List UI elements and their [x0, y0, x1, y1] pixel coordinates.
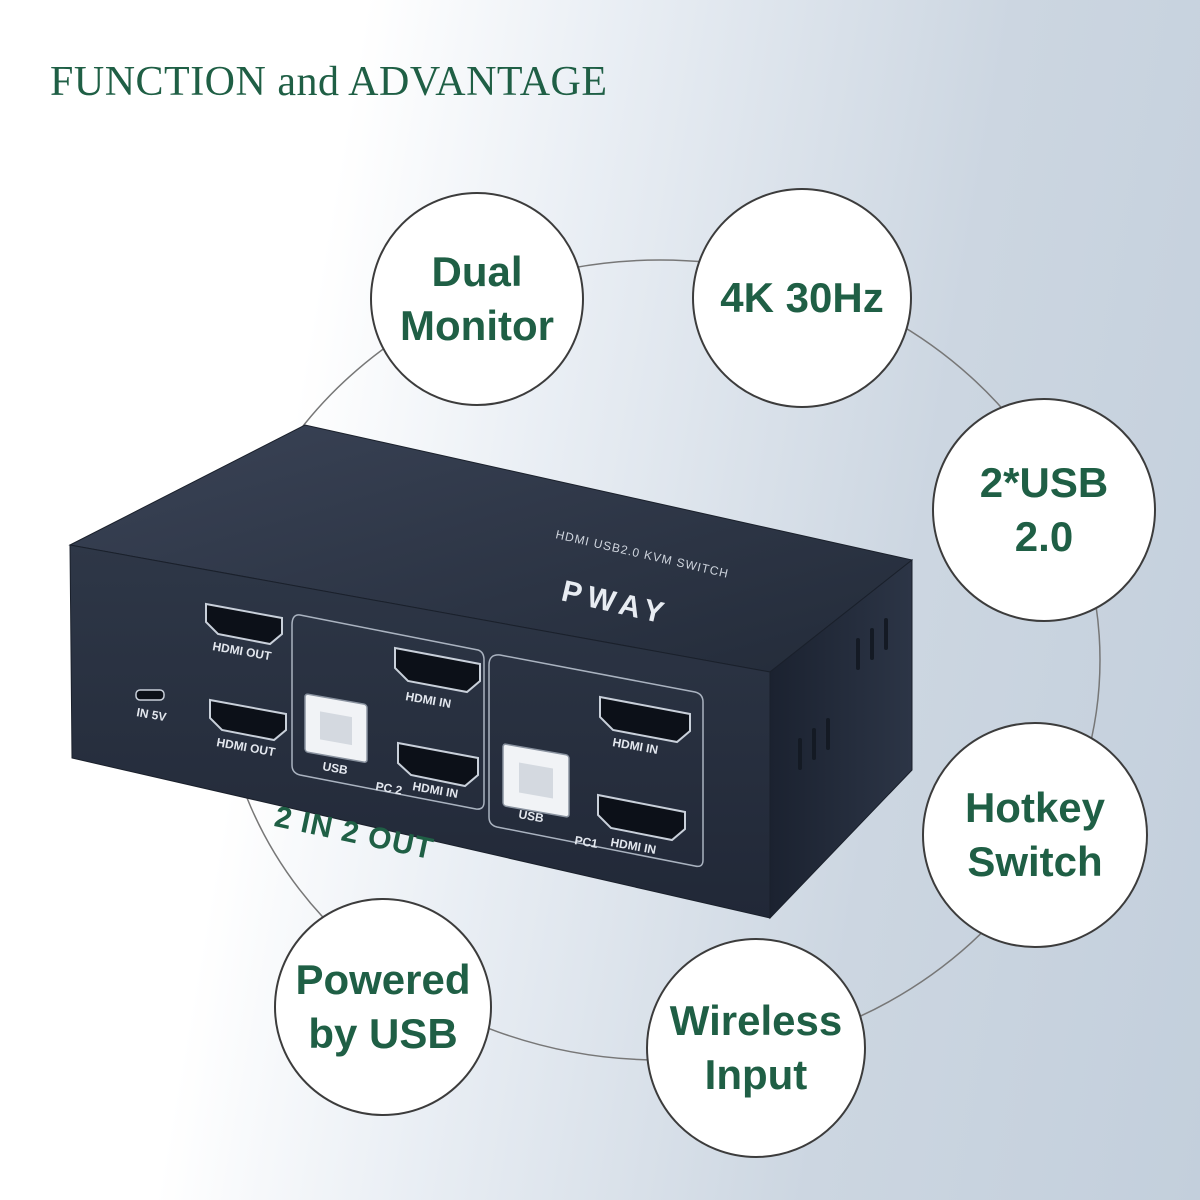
feature-powered-by-usb-label: Powered by USB	[295, 956, 471, 1057]
label-pc1: PC1	[573, 833, 599, 851]
feature-4k-30hz: 4K 30Hz	[692, 188, 912, 408]
page-title: FUNCTION and ADVANTAGE	[50, 59, 608, 105]
label-power-in: IN 5V	[135, 705, 167, 724]
feature-dual-monitor-label: Dual Monitor	[400, 248, 554, 349]
feature-hotkey-switch-label: Hotkey Switch	[964, 784, 1106, 885]
feature-hotkey-switch: Hotkey Switch	[922, 722, 1148, 948]
feature-4k-30hz-label: 4K 30Hz	[720, 274, 884, 321]
feature-2-usb: 2*USB 2.0	[932, 398, 1156, 622]
feature-powered-by-usb: Powered by USB	[274, 898, 492, 1116]
feature-2-usb-label: 2*USB 2.0	[979, 459, 1109, 560]
label-usb-pc2: USB	[321, 759, 349, 777]
feature-wireless-input: Wireless Input	[646, 938, 866, 1158]
feature-dual-monitor: Dual Monitor	[370, 192, 584, 406]
feature-wireless-input-label: Wireless Input	[669, 997, 843, 1098]
label-pc2: PC 2	[374, 779, 403, 797]
label-usb-pc1: USB	[517, 807, 545, 825]
